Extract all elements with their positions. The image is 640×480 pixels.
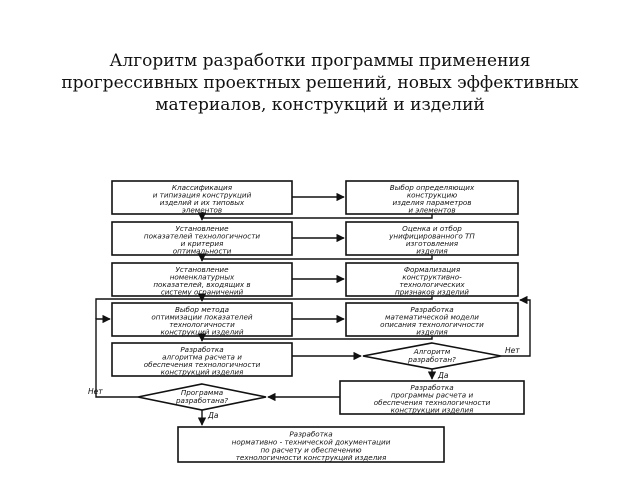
- box-algorithm-dev-line-1: Разработка: [180, 345, 223, 354]
- decision-algorithm-line-1: Алгоритм: [413, 347, 451, 356]
- box-optimization-method: Выбор метода оптимизации показателей тех…: [111, 302, 293, 337]
- box-documentation-line-2: нормативно - технической документации: [232, 438, 391, 447]
- box-select-parameters-line-2: конструкцию: [407, 191, 457, 200]
- box-math-model-line-4: изделия: [416, 328, 448, 337]
- box-program-dev-line-3: обеспечения технологичности: [374, 398, 491, 407]
- box-indicators-line-4: оптимальности: [173, 247, 232, 256]
- box-math-model-line-3: описания технологичности: [380, 320, 484, 329]
- title-line-3: материалов, конструкций и изделий: [155, 95, 485, 115]
- arrow-b6-b7: [197, 293, 433, 302]
- box-select-parameters: Выбор определяющих конструкцию изделия п…: [345, 180, 519, 215]
- arrow-b2-b3: [197, 212, 433, 221]
- box-program-dev-line-1: Разработка: [410, 383, 453, 392]
- box-nomenclature-line-2: номенклатурных: [170, 273, 235, 282]
- box-optimization-method-line-3: технологичности: [169, 320, 235, 329]
- diagram-title: Алгоритм разработки программы применения…: [0, 50, 640, 116]
- title-line-1: Алгоритм разработки программы применения: [109, 51, 531, 71]
- title-line-2: прогрессивных проектных решений, новых э…: [61, 73, 579, 93]
- box-classification-line-2: и типизация конструкций: [153, 191, 252, 200]
- box-indicators-line-1: Установление: [175, 224, 229, 233]
- label-no-2: Нет: [88, 387, 103, 396]
- arrow-b4-b5: [197, 253, 433, 262]
- decision-algorithm: Алгоритм разработан?: [362, 342, 502, 370]
- box-program-dev: Разработка программы расчета и обеспечен…: [339, 380, 525, 415]
- arrow-d1-no: [501, 295, 531, 357]
- decision-program: Программа разработана?: [137, 383, 267, 411]
- box-select-parameters-line-1: Выбор определяющих: [390, 183, 475, 192]
- box-classification-line-3: изделий и их типовых: [160, 198, 245, 207]
- box-evaluation-tp-line-4: изделия: [416, 247, 448, 256]
- box-documentation-line-3: по расчету и обеспечению: [260, 446, 361, 455]
- box-algorithm-dev-line-3: обеспечения технологичности: [144, 360, 261, 369]
- label-no-1: Нет: [505, 346, 520, 355]
- box-algorithm-dev-line-4: конструкций изделия: [161, 368, 244, 377]
- box-documentation-line-4: технологичности конструкций изделия: [236, 453, 387, 462]
- box-program-dev-line-4: конструкции изделия: [391, 406, 474, 415]
- box-evaluation-tp-line-2: унифицированного ТП: [388, 232, 475, 241]
- box-math-model: Разработка математической модели описани…: [345, 302, 519, 337]
- arrow-d2-no: [95, 314, 138, 398]
- loop-line-upper: [95, 298, 202, 319]
- box-evaluation-tp: Оценка и отбор унифицированного ТП изгот…: [345, 221, 519, 256]
- decision-program-line-1: Программа: [181, 388, 223, 397]
- box-formalization: Формализация конструктивно- технологичес…: [345, 262, 519, 297]
- arrow-b8-b9: [197, 333, 433, 342]
- box-documentation: Разработка нормативно - технической доку…: [177, 426, 445, 463]
- box-select-parameters-line-4: и элементов: [408, 206, 455, 215]
- box-indicators-line-3: и критерия: [181, 239, 224, 248]
- box-formalization-line-4: признаков изделий: [395, 288, 469, 297]
- box-evaluation-tp-line-3: изготовления: [406, 239, 459, 248]
- box-nomenclature-line-4: систему ограничений: [161, 288, 244, 297]
- box-nomenclature-line-1: Установление: [175, 265, 229, 274]
- box-indicators-line-2: показателей технологичности: [144, 232, 261, 241]
- box-math-model-line-1: Разработка: [410, 305, 453, 314]
- box-program-dev-line-2: программы расчета и: [391, 391, 474, 400]
- box-classification-line-1: Классификация: [172, 183, 233, 192]
- box-nomenclature-line-3: показателей, входящих в: [153, 280, 250, 289]
- box-classification-line-4: элементов: [182, 206, 222, 215]
- decision-algorithm-line-2: разработан?: [407, 355, 456, 364]
- box-formalization-line-3: технологических: [399, 280, 465, 289]
- box-nomenclature: Установление номенклатурных показателей,…: [111, 262, 293, 297]
- label-yes-1: Да: [437, 371, 449, 380]
- box-optimization-method-line-4: конструкций изделий: [160, 328, 243, 337]
- connectors: [95, 192, 531, 426]
- box-formalization-line-1: Формализация: [404, 265, 461, 274]
- box-indicators: Установление показателей технологичности…: [111, 221, 293, 256]
- box-select-parameters-line-3: изделия параметров: [392, 198, 471, 207]
- box-formalization-line-2: конструктивно-: [402, 273, 462, 282]
- box-documentation-line-1: Разработка: [289, 430, 332, 439]
- box-classification: Классификация и типизация конструкций из…: [111, 180, 293, 215]
- box-optimization-method-line-1: Выбор метода: [175, 305, 229, 314]
- box-algorithm-dev-line-2: алгоритма расчета и: [162, 353, 242, 362]
- box-optimization-method-line-2: оптимизации показателей: [151, 313, 252, 322]
- box-algorithm-dev: Разработка алгоритма расчета и обеспечен…: [111, 342, 293, 377]
- decision-program-line-2: разработана?: [175, 396, 228, 405]
- box-math-model-line-2: математической модели: [385, 313, 479, 322]
- label-yes-2: Да: [207, 411, 219, 420]
- box-evaluation-tp-line-1: Оценка и отбор: [402, 224, 462, 233]
